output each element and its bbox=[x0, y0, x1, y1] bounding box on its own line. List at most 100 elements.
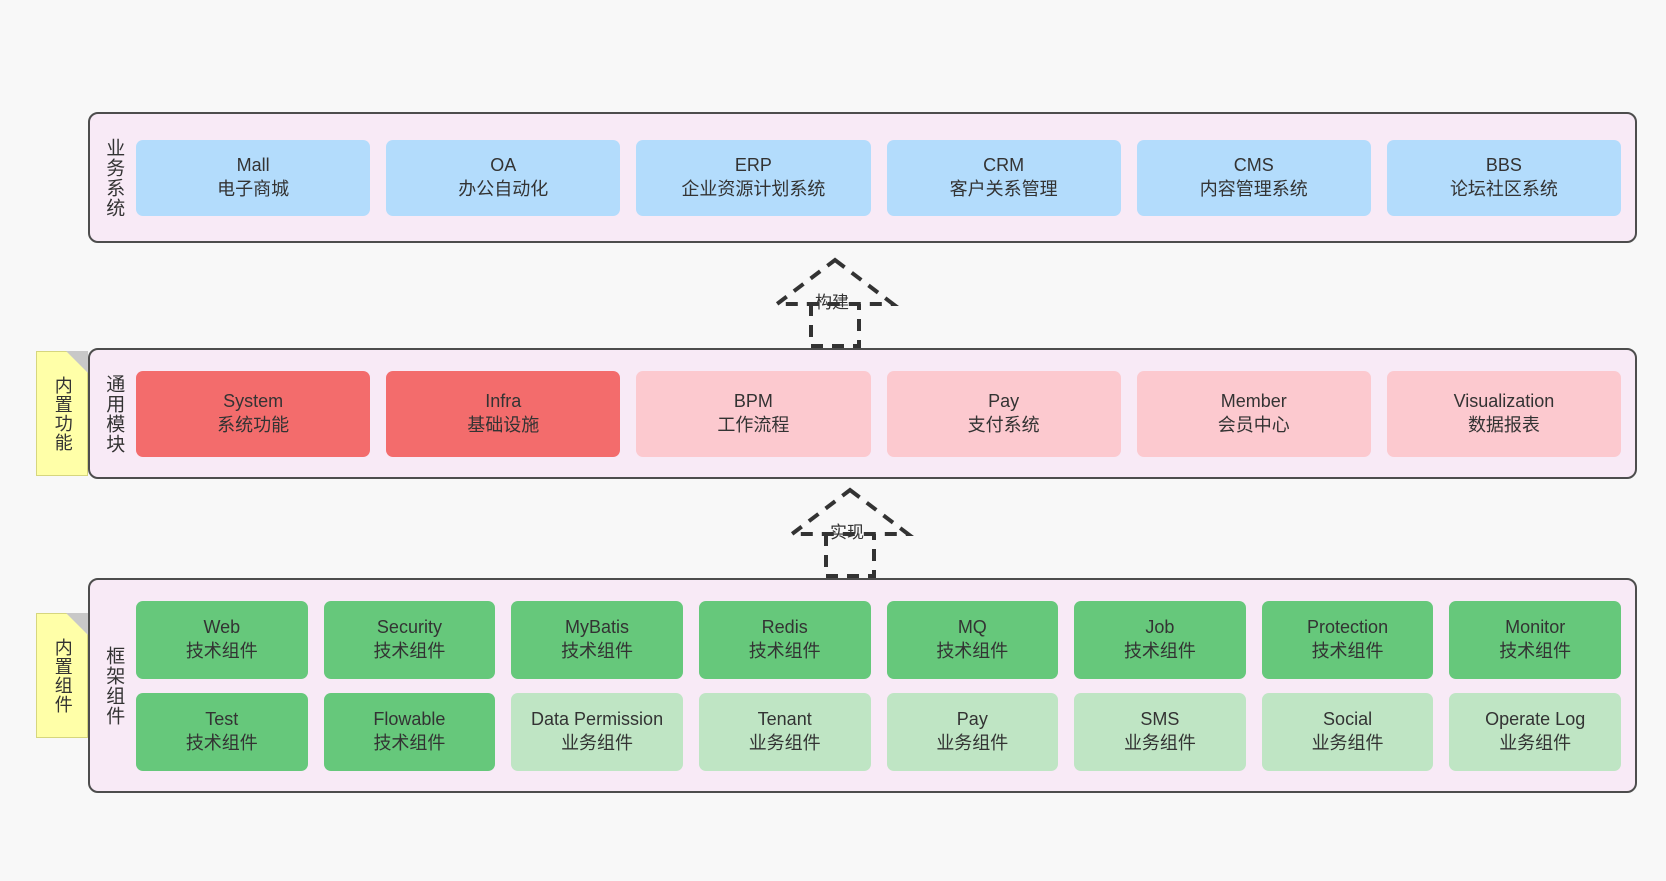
node-bpm[interactable]: BPM 工作流程 bbox=[636, 370, 871, 457]
layer-business-system: 业务系统 Mall 电子商城 OA 办公自动化 ERP 企业资源计划系统 CRM… bbox=[88, 112, 1637, 243]
node-title: Visualization bbox=[1453, 391, 1555, 412]
layer-label-framework-component: 框架组件 bbox=[103, 645, 125, 726]
layer-label-business-system: 业务系统 bbox=[103, 137, 125, 218]
node-row: System 系统功能 Infra 基础设施 BPM 工作流程 Pay 支付系统… bbox=[136, 370, 1622, 457]
node-subtitle: 论坛社区系统 bbox=[1449, 178, 1558, 199]
node-title: System bbox=[223, 391, 284, 412]
arrow-head-triangle bbox=[786, 487, 914, 536]
node-title: Flowable bbox=[373, 709, 446, 730]
note-builtin-function: 内置功能 bbox=[36, 351, 88, 476]
node-mybatis[interactable]: MyBatis 技术组件 bbox=[511, 600, 683, 679]
node-member[interactable]: Member 会员中心 bbox=[1136, 370, 1371, 457]
node-subtitle: 技术组件 bbox=[373, 732, 446, 753]
node-web[interactable]: Web 技术组件 bbox=[136, 600, 308, 679]
node-redis[interactable]: Redis 技术组件 bbox=[698, 600, 871, 679]
arrow-head-triangle bbox=[771, 257, 899, 306]
connector-build-label: 构建 bbox=[815, 293, 849, 312]
arrow-shaft bbox=[809, 304, 861, 348]
node-tenant[interactable]: Tenant 业务组件 bbox=[698, 692, 871, 771]
node-protection[interactable]: Protection 技术组件 bbox=[1261, 600, 1434, 679]
node-title: CRM bbox=[983, 155, 1025, 176]
connector-build: 构建 bbox=[755, 256, 915, 348]
node-pay-business[interactable]: Pay 业务组件 bbox=[886, 692, 1059, 771]
node-operate-log[interactable]: Operate Log 业务组件 bbox=[1449, 692, 1621, 771]
note-builtin-component: 内置组件 bbox=[36, 613, 88, 738]
node-subtitle: 会员中心 bbox=[1217, 414, 1290, 435]
node-title: BPM bbox=[733, 391, 773, 412]
node-pay[interactable]: Pay 支付系统 bbox=[886, 370, 1121, 457]
node-title: Pay bbox=[988, 391, 1020, 412]
layer-body-common-module: System 系统功能 Infra 基础设施 BPM 工作流程 Pay 支付系统… bbox=[136, 350, 1635, 477]
node-title: Test bbox=[205, 709, 239, 730]
node-title: MQ bbox=[957, 617, 987, 638]
node-subtitle: 办公自动化 bbox=[458, 178, 549, 199]
node-title: Member bbox=[1220, 391, 1287, 412]
node-subtitle: 电子商城 bbox=[217, 178, 290, 199]
connector-implement: 实现 bbox=[770, 486, 930, 578]
node-security[interactable]: Security 技术组件 bbox=[323, 600, 496, 679]
node-subtitle: 工作流程 bbox=[717, 414, 790, 435]
node-sms[interactable]: SMS 业务组件 bbox=[1074, 692, 1246, 771]
node-subtitle: 业务组件 bbox=[1499, 732, 1572, 753]
note-fold-corner-icon bbox=[66, 613, 88, 635]
node-title: MyBatis bbox=[565, 617, 630, 638]
node-title: Monitor bbox=[1505, 617, 1566, 638]
node-title: Data Permission bbox=[531, 709, 664, 730]
node-test[interactable]: Test 技术组件 bbox=[136, 692, 308, 771]
node-subtitle: 技术组件 bbox=[936, 640, 1009, 661]
node-title: Pay bbox=[956, 709, 988, 730]
layer-framework-component: 框架组件 Web 技术组件 Security 技术组件 MyBatis 技术组件… bbox=[88, 578, 1637, 793]
node-subtitle: 业务组件 bbox=[936, 732, 1009, 753]
node-title: Infra bbox=[485, 391, 522, 412]
node-title: SMS bbox=[1140, 709, 1180, 730]
node-erp[interactable]: ERP 企业资源计划系统 bbox=[636, 139, 871, 216]
layer-label-common-module: 通用模块 bbox=[103, 373, 125, 454]
node-cms[interactable]: CMS 内容管理系统 bbox=[1136, 139, 1371, 216]
node-subtitle: 技术组件 bbox=[373, 640, 446, 661]
note-builtin-function-label: 内置功能 bbox=[52, 375, 73, 452]
arrow-shaft bbox=[824, 534, 876, 578]
node-crm[interactable]: CRM 客户关系管理 bbox=[886, 139, 1121, 216]
node-title: Social bbox=[1323, 709, 1373, 730]
node-subtitle: 业务组件 bbox=[1123, 732, 1196, 753]
node-title: Protection bbox=[1307, 617, 1389, 638]
node-subtitle: 基础设施 bbox=[467, 414, 540, 435]
layer-body-business-system: Mall 电子商城 OA 办公自动化 ERP 企业资源计划系统 CRM 客户关系… bbox=[136, 114, 1635, 241]
node-subtitle: 支付系统 bbox=[967, 414, 1040, 435]
node-system[interactable]: System 系统功能 bbox=[136, 370, 371, 457]
node-title: Operate Log bbox=[1485, 709, 1586, 730]
node-title: Security bbox=[376, 617, 442, 638]
node-row: Test 技术组件 Flowable 技术组件 Data Permission … bbox=[136, 692, 1621, 771]
node-subtitle: 技术组件 bbox=[1499, 640, 1572, 661]
node-infra[interactable]: Infra 基础设施 bbox=[386, 370, 621, 457]
node-social[interactable]: Social 业务组件 bbox=[1261, 692, 1434, 771]
node-subtitle: 业务组件 bbox=[561, 732, 634, 753]
node-subtitle: 技术组件 bbox=[185, 640, 258, 661]
node-title: Web bbox=[203, 617, 241, 638]
node-title: Redis bbox=[761, 617, 808, 638]
note-fold-corner-icon bbox=[66, 351, 88, 373]
node-title: OA bbox=[490, 155, 517, 176]
node-oa[interactable]: OA 办公自动化 bbox=[386, 139, 621, 216]
node-bbs[interactable]: BBS 论坛社区系统 bbox=[1386, 139, 1622, 216]
node-subtitle: 客户关系管理 bbox=[949, 178, 1058, 199]
node-row: Web 技术组件 Security 技术组件 MyBatis 技术组件 Redi… bbox=[136, 600, 1621, 679]
node-mq[interactable]: MQ 技术组件 bbox=[886, 600, 1059, 679]
node-visualization[interactable]: Visualization 数据报表 bbox=[1386, 370, 1622, 457]
node-row: Mall 电子商城 OA 办公自动化 ERP 企业资源计划系统 CRM 客户关系… bbox=[136, 139, 1622, 216]
node-title: Tenant bbox=[757, 709, 812, 730]
node-subtitle: 业务组件 bbox=[1311, 732, 1384, 753]
node-subtitle: 业务组件 bbox=[748, 732, 821, 753]
node-subtitle: 技术组件 bbox=[1123, 640, 1196, 661]
node-flowable[interactable]: Flowable 技术组件 bbox=[323, 692, 496, 771]
note-builtin-component-label: 内置组件 bbox=[52, 637, 73, 714]
node-job[interactable]: Job 技术组件 bbox=[1074, 600, 1246, 679]
node-subtitle: 技术组件 bbox=[185, 732, 258, 753]
node-subtitle: 技术组件 bbox=[1311, 640, 1384, 661]
layer-body-framework-component: Web 技术组件 Security 技术组件 MyBatis 技术组件 Redi… bbox=[136, 580, 1635, 791]
node-monitor[interactable]: Monitor 技术组件 bbox=[1449, 600, 1621, 679]
node-title: Mall bbox=[236, 155, 270, 176]
node-data-permission[interactable]: Data Permission 业务组件 bbox=[511, 692, 683, 771]
node-mall[interactable]: Mall 电子商城 bbox=[136, 139, 371, 216]
